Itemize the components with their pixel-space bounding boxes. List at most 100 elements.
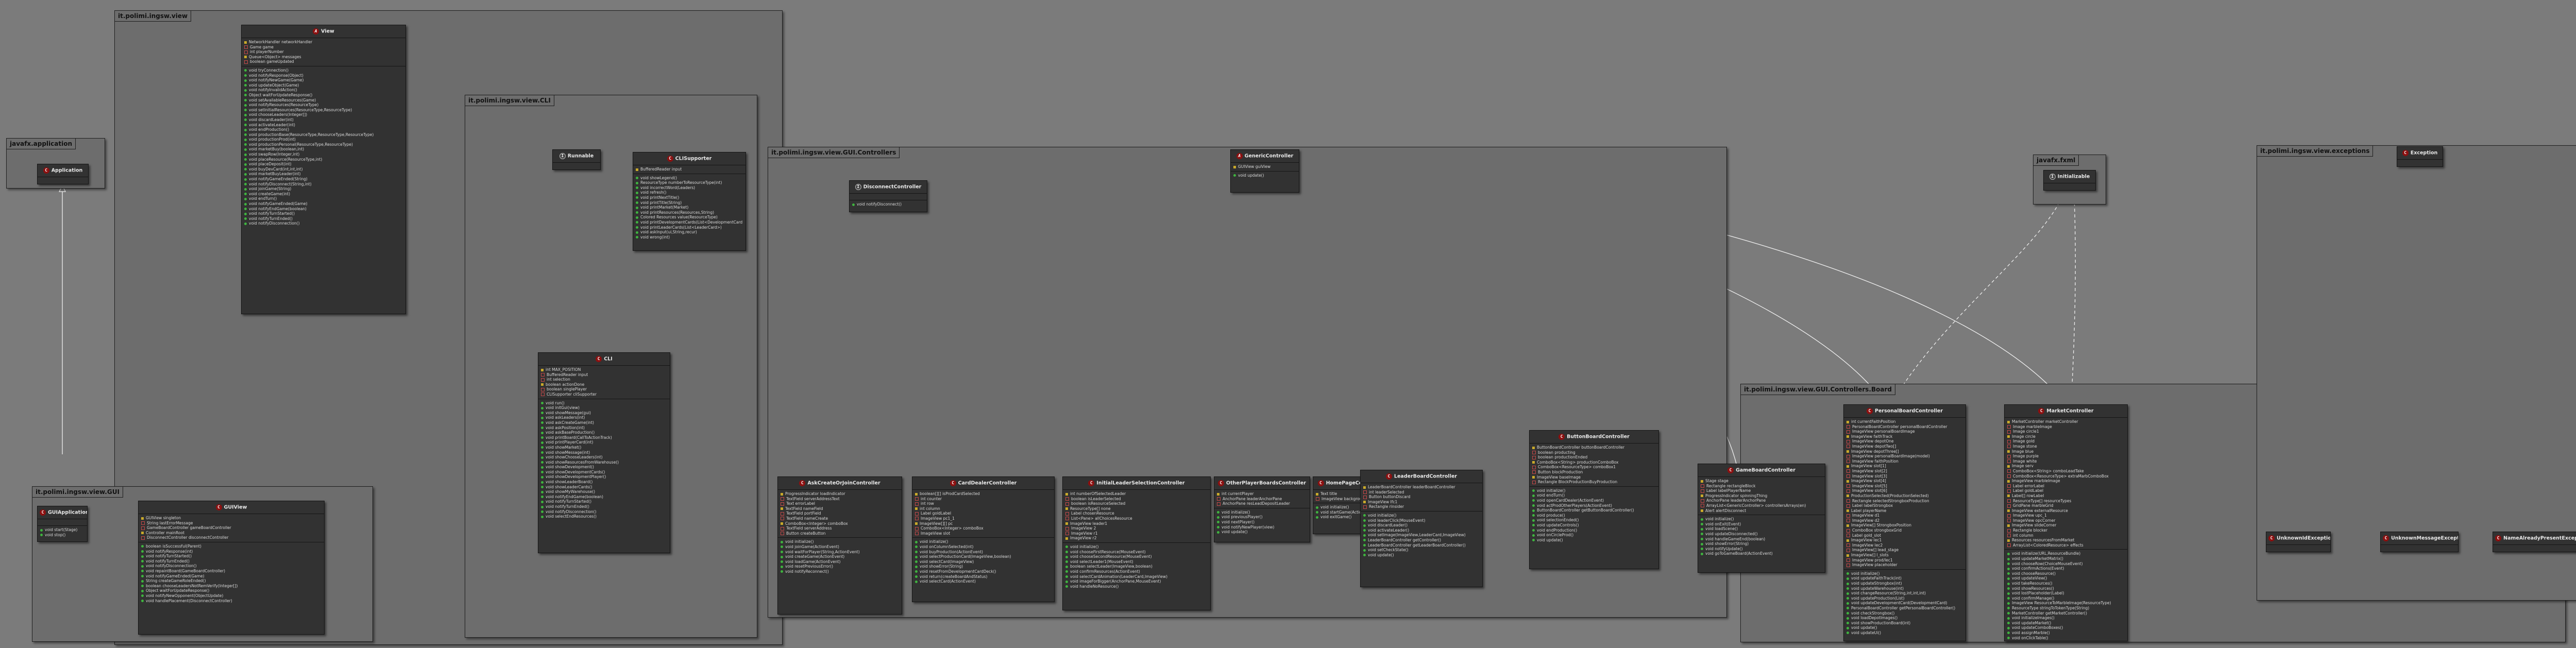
visibility-icon xyxy=(1846,494,1849,498)
member-text: boolean productionEnded xyxy=(1538,455,1588,460)
field-row: Label goldLabel xyxy=(2007,488,2125,493)
visibility-icon xyxy=(1316,492,1318,496)
member-text: Alert alertDisconnect xyxy=(1705,508,1747,513)
visibility-icon xyxy=(541,406,544,410)
visibility-icon xyxy=(1846,563,1850,567)
member-text: void notifyEndGame(boolean) xyxy=(249,206,307,211)
visibility-icon xyxy=(244,56,247,59)
method-row: void activateLeader() xyxy=(1363,528,1480,533)
member-text: void askInput(ui,String,recur) xyxy=(640,230,697,235)
member-text: void showChooseLeaders(int) xyxy=(546,455,603,460)
member-text: ImageView d1 xyxy=(1852,513,1880,518)
field-row: Label playerName xyxy=(1846,508,1963,514)
member-text: void notifyDisconnect() xyxy=(857,202,902,207)
visibility-icon xyxy=(541,475,544,479)
package-label: it.polimi.ingsw.view.GUI.Controllers.Boa… xyxy=(1740,384,1895,395)
field-row: ButtonBoardController buttonBoardControl… xyxy=(1532,445,1656,450)
visibility-icon xyxy=(1701,527,1703,531)
class-kind-icon: A xyxy=(313,28,319,35)
member-text: void showMarket() xyxy=(546,445,582,450)
method-row: void update() xyxy=(1233,173,1296,178)
method-row: void discardLeader(int) xyxy=(244,117,403,123)
visibility-icon xyxy=(141,517,144,520)
class-kind-icon: C xyxy=(596,356,602,362)
member-text: Label gold_slot xyxy=(1852,533,1882,538)
method-row: void onColumnSelected(int) xyxy=(915,544,1052,550)
field-row: ComboBox<Integer> comboBox xyxy=(915,526,1052,531)
member-text: void update() xyxy=(1368,552,1394,557)
visibility-icon xyxy=(915,560,918,564)
field-row: DisconnectController disconnectControlle… xyxy=(141,535,321,540)
visibility-icon xyxy=(781,545,783,549)
member-text: void nextPlayer() xyxy=(1222,519,1255,524)
field-row: AnchorPane resLeadDepositLeader xyxy=(1217,501,1307,506)
method-row: void resetPreviousError() xyxy=(781,564,899,569)
member-text: Button createButton xyxy=(786,531,826,536)
visibility-icon xyxy=(244,79,247,82)
visibility-icon xyxy=(244,113,247,116)
class-name: CLI xyxy=(604,356,613,362)
member-text: void confirmActions(Event) xyxy=(2012,566,2064,571)
member-text: TextField serverAddress xyxy=(786,526,832,531)
member-text: void showResources() xyxy=(2012,586,2054,591)
method-row: void actProdOtherPlayers(ActionEvent) xyxy=(1532,503,1656,508)
member-text: BufferedReader input xyxy=(640,167,682,172)
method-row: void handleNoResource() xyxy=(1065,584,1208,589)
member-text: MarketController getMarketController() xyxy=(2012,610,2087,616)
class-kind-icon: C xyxy=(43,167,49,174)
visibility-icon xyxy=(1846,622,1849,625)
visibility-icon xyxy=(636,226,638,229)
class-kind-icon: C xyxy=(799,480,806,486)
method-row: void chooseRow(ChoiceMouseEvent) xyxy=(2007,561,2125,567)
member-text: void notifyNewPlayer(view) xyxy=(1222,524,1275,530)
visibility-icon xyxy=(141,555,144,558)
member-text: ButtonBoardController getButtonBoardCont… xyxy=(1537,508,1634,513)
visibility-icon xyxy=(141,570,144,573)
class-fields: BufferedReader input xyxy=(633,165,745,174)
visibility-icon xyxy=(244,197,247,200)
member-text: void createGame(ActionEvent) xyxy=(785,554,845,559)
method-row: void updateUi() xyxy=(1846,630,1963,636)
method-row: void tryConnection() xyxy=(244,68,403,73)
visibility-icon xyxy=(141,521,145,525)
method-row: void start(Stage) xyxy=(40,527,84,533)
method-row: void imageForBigger(AnchorPane,MouseEven… xyxy=(1065,579,1208,584)
visibility-icon xyxy=(2007,519,2011,523)
class-name: Application xyxy=(51,167,83,174)
visibility-icon xyxy=(915,502,919,506)
member-text: ImageView upc_1 xyxy=(2013,513,2047,518)
visibility-icon xyxy=(1363,514,1366,517)
method-row: void endTurn() xyxy=(1532,493,1656,498)
visibility-icon xyxy=(915,580,918,583)
method-row: void showError(String) xyxy=(1701,541,1822,547)
method-row: void updateComboBoxes() xyxy=(2007,625,2125,630)
visibility-icon xyxy=(2007,592,2010,595)
member-text: ImageView slot xyxy=(921,531,951,536)
method-row: void initialize() xyxy=(781,539,899,544)
member-text: Button blockProduction xyxy=(1538,469,1583,474)
member-text: void initialize() xyxy=(785,539,814,544)
visibility-icon xyxy=(1532,504,1535,507)
member-text: void notifyTurnStarted() xyxy=(249,211,295,216)
visibility-icon xyxy=(244,69,247,72)
package-label: it.polimi.ingsw.view.CLI xyxy=(465,95,554,106)
visibility-icon xyxy=(1363,529,1366,532)
method-row: void notifyEndGame(boolean) xyxy=(541,494,667,500)
member-text: int leaderSelected xyxy=(1369,489,1404,494)
visibility-icon xyxy=(636,201,638,204)
visibility-icon xyxy=(1532,451,1536,455)
member-text: void selectEndResources() xyxy=(546,514,597,519)
method-row: void joinGame(String) xyxy=(244,186,403,192)
method-row: void confirmManage() xyxy=(2007,596,2125,601)
member-text: ImageView lec2 xyxy=(1852,542,1883,548)
class-name: GUIView xyxy=(224,504,247,510)
visibility-icon xyxy=(2007,612,2010,615)
member-text: void initialize() xyxy=(920,539,948,544)
method-row: void buyDevCard(int,int,int) xyxy=(244,167,403,172)
member-text: void buyDevCard(int,int,int) xyxy=(249,166,303,172)
